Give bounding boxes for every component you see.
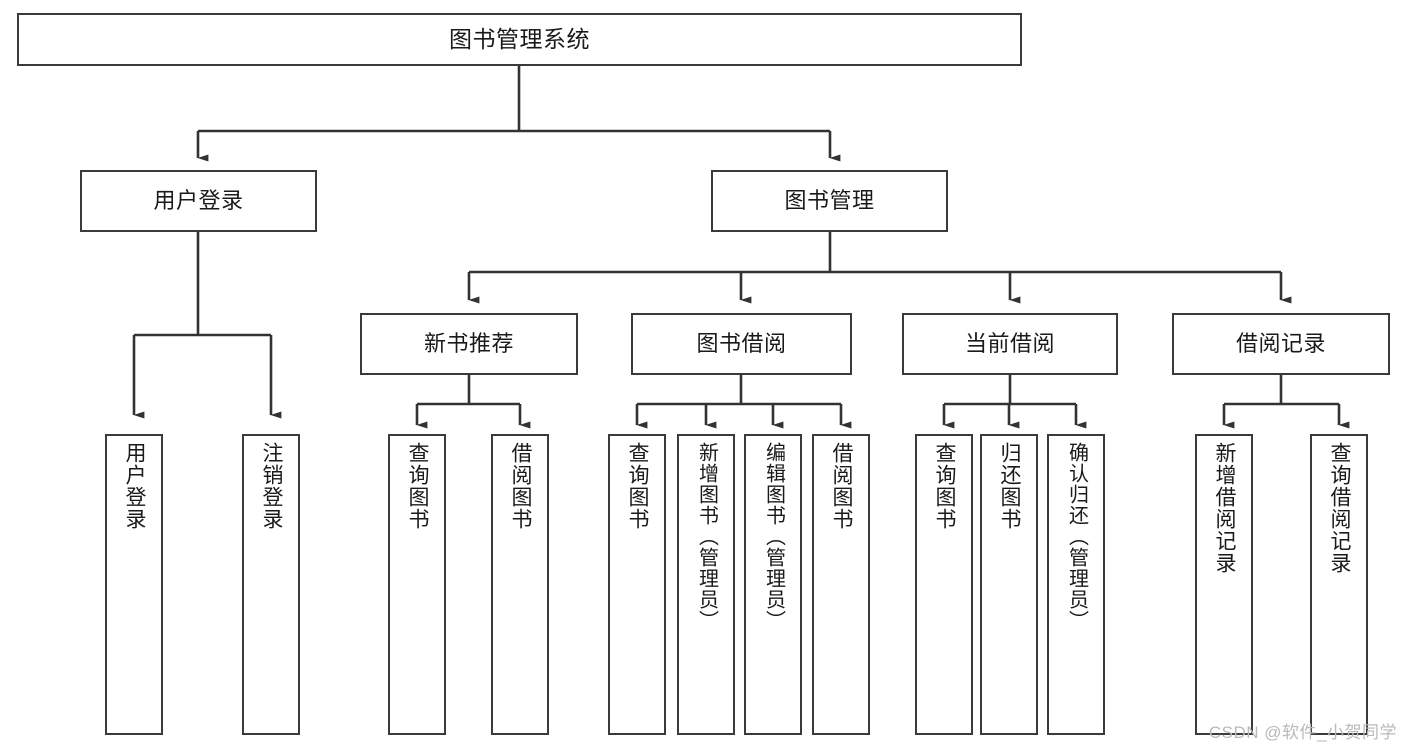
node-borrow-record[interactable]: 借阅记录 — [1172, 313, 1390, 375]
node-leaf-return-book-label: 归还图书 — [998, 442, 1022, 530]
node-leaf-query-book-3[interactable]: 查询图书 — [915, 434, 973, 735]
node-leaf-edit-book[interactable]: 编辑图书（管理员） — [744, 434, 802, 735]
node-leaf-user-login-label: 用户登录 — [123, 442, 147, 530]
node-leaf-logout-login[interactable]: 注销登录 — [242, 434, 300, 735]
node-leaf-add-record[interactable]: 新增借阅记录 — [1195, 434, 1253, 735]
node-current-borrow-label: 当前借阅 — [964, 331, 1055, 357]
watermark-text: CSDN @软件_小贺同学 — [1208, 723, 1397, 742]
node-leaf-user-login[interactable]: 用户登录 — [105, 434, 163, 735]
node-user-login-label: 用户登录 — [153, 188, 244, 214]
node-leaf-query-book-2[interactable]: 查询图书 — [608, 434, 666, 735]
node-user-login[interactable]: 用户登录 — [80, 170, 317, 232]
node-leaf-borrow-book-2[interactable]: 借阅图书 — [812, 434, 870, 735]
node-leaf-add-book-label: 新增图书（管理员） — [695, 442, 718, 631]
node-borrow-record-label: 借阅记录 — [1235, 331, 1326, 357]
node-root-system[interactable]: 图书管理系统 — [17, 13, 1022, 66]
node-leaf-logout-login-label: 注销登录 — [260, 442, 284, 530]
node-book-borrow-label: 图书借阅 — [696, 331, 787, 357]
node-leaf-borrow-book-1[interactable]: 借阅图书 — [491, 434, 549, 735]
node-current-borrow[interactable]: 当前借阅 — [902, 313, 1118, 375]
node-leaf-query-book-3-label: 查询图书 — [933, 442, 957, 530]
node-leaf-confirm-return-label: 确认归还（管理员） — [1065, 442, 1088, 631]
node-leaf-borrow-book-1-label: 借阅图书 — [509, 442, 533, 530]
node-leaf-query-book-1[interactable]: 查询图书 — [388, 434, 446, 735]
node-leaf-borrow-book-2-label: 借阅图书 — [830, 442, 854, 530]
node-new-book-recommend-label: 新书推荐 — [423, 331, 514, 357]
node-leaf-confirm-return[interactable]: 确认归还（管理员） — [1047, 434, 1105, 735]
node-leaf-return-book[interactable]: 归还图书 — [980, 434, 1038, 735]
node-leaf-add-record-label: 新增借阅记录 — [1213, 442, 1237, 574]
node-book-borrow[interactable]: 图书借阅 — [631, 313, 852, 375]
node-new-book-recommend[interactable]: 新书推荐 — [360, 313, 578, 375]
node-root-system-label: 图书管理系统 — [449, 25, 590, 52]
node-leaf-query-book-2-label: 查询图书 — [626, 442, 650, 530]
node-leaf-query-book-1-label: 查询图书 — [406, 442, 430, 530]
node-book-manage-label: 图书管理 — [784, 188, 875, 214]
node-leaf-edit-book-label: 编辑图书（管理员） — [762, 442, 785, 631]
node-leaf-query-record[interactable]: 查询借阅记录 — [1310, 434, 1368, 735]
node-book-manage[interactable]: 图书管理 — [711, 170, 948, 232]
node-leaf-query-record-label: 查询借阅记录 — [1328, 442, 1352, 574]
node-leaf-add-book[interactable]: 新增图书（管理员） — [677, 434, 735, 735]
